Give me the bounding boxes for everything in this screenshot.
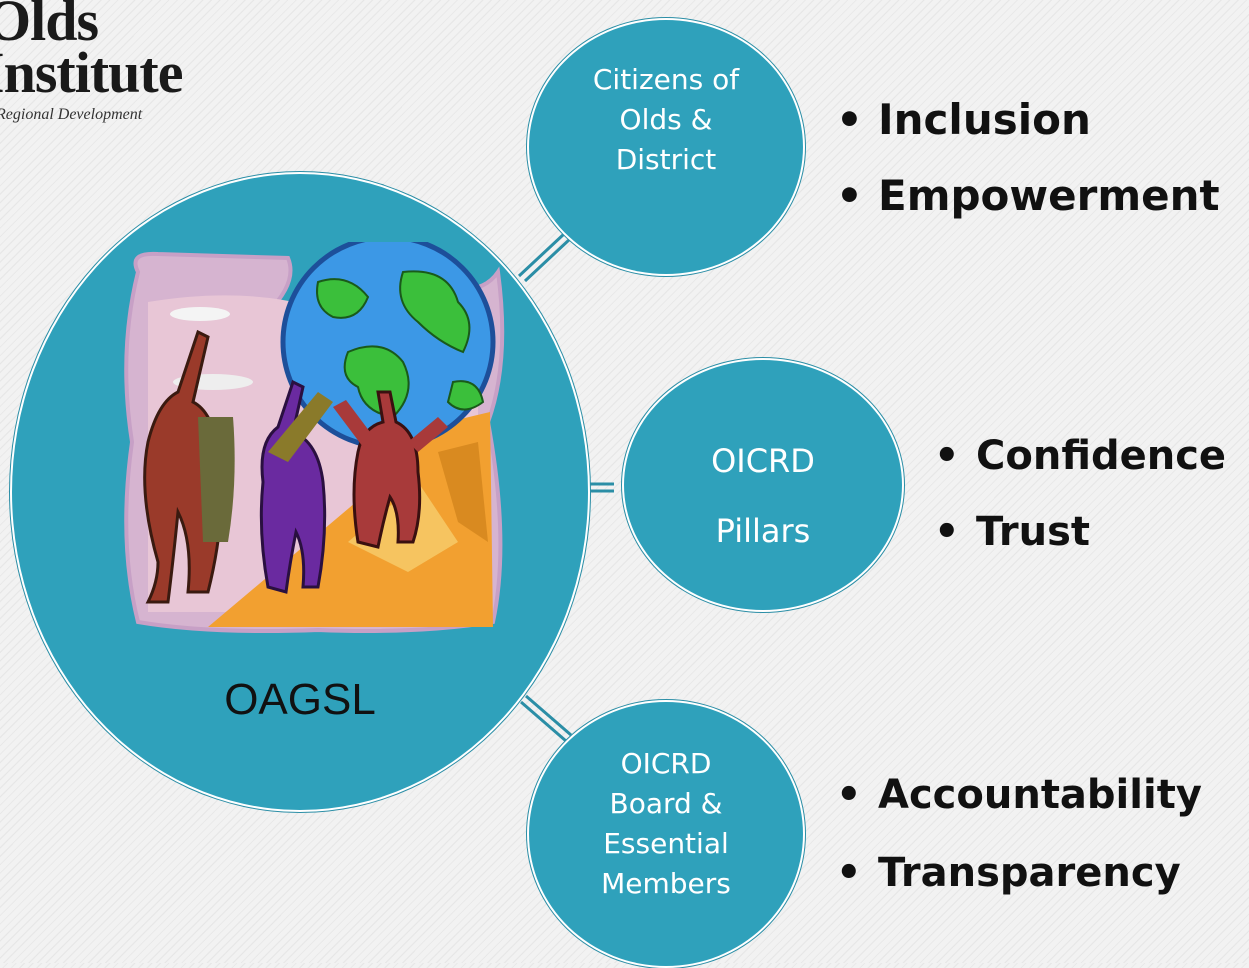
node-citizens-line: Olds & [619,103,713,136]
bullet-item: Confidence [930,418,1226,494]
logo-line-1: Olds [0,0,99,53]
node-board-text: OICRD Board & Essential Members [527,744,805,904]
node-citizens-text: Citizens of Olds & District [527,60,805,180]
logo-line-3: Regional Development [0,106,143,123]
connector-top [523,237,572,283]
clipart-people-lifting-globe [124,242,505,633]
bullet-list-pillars: Confidence Trust [930,418,1226,570]
node-citizens-line: Citizens of [592,63,740,96]
node-board [527,700,805,968]
connector-bottom [520,700,567,743]
node-board-line: Board & [609,787,723,820]
bullet-list-board: Accountability Transparency [832,756,1202,912]
node-board-line: OICRD [620,747,712,780]
connector-top [517,232,566,278]
bullet-item: Empowerment [832,158,1220,234]
bullet-item: Trust [930,494,1226,570]
node-citizens-line: District [615,143,717,176]
node-pillars-line: Pillars [715,512,811,550]
connector-bottom [525,694,572,737]
node-pillars-line: OICRD [711,442,815,480]
bullet-list-citizens: Inclusion Empowerment [832,82,1220,234]
node-board-line: Members [601,867,731,900]
node-citizens [527,18,805,276]
bullet-item: Accountability [832,756,1202,834]
node-pillars-text: OICRD Pillars [622,426,904,566]
bullet-item: Inclusion [832,82,1220,158]
node-board-line: Essential [603,827,729,860]
institute-logo: Olds Institute Regional Development [0,0,220,130]
node-pillars [622,358,904,612]
oagsl-label: OAGSL [224,675,376,724]
logo-line-2: Institute [0,40,183,105]
bullet-item: Transparency [832,834,1202,912]
